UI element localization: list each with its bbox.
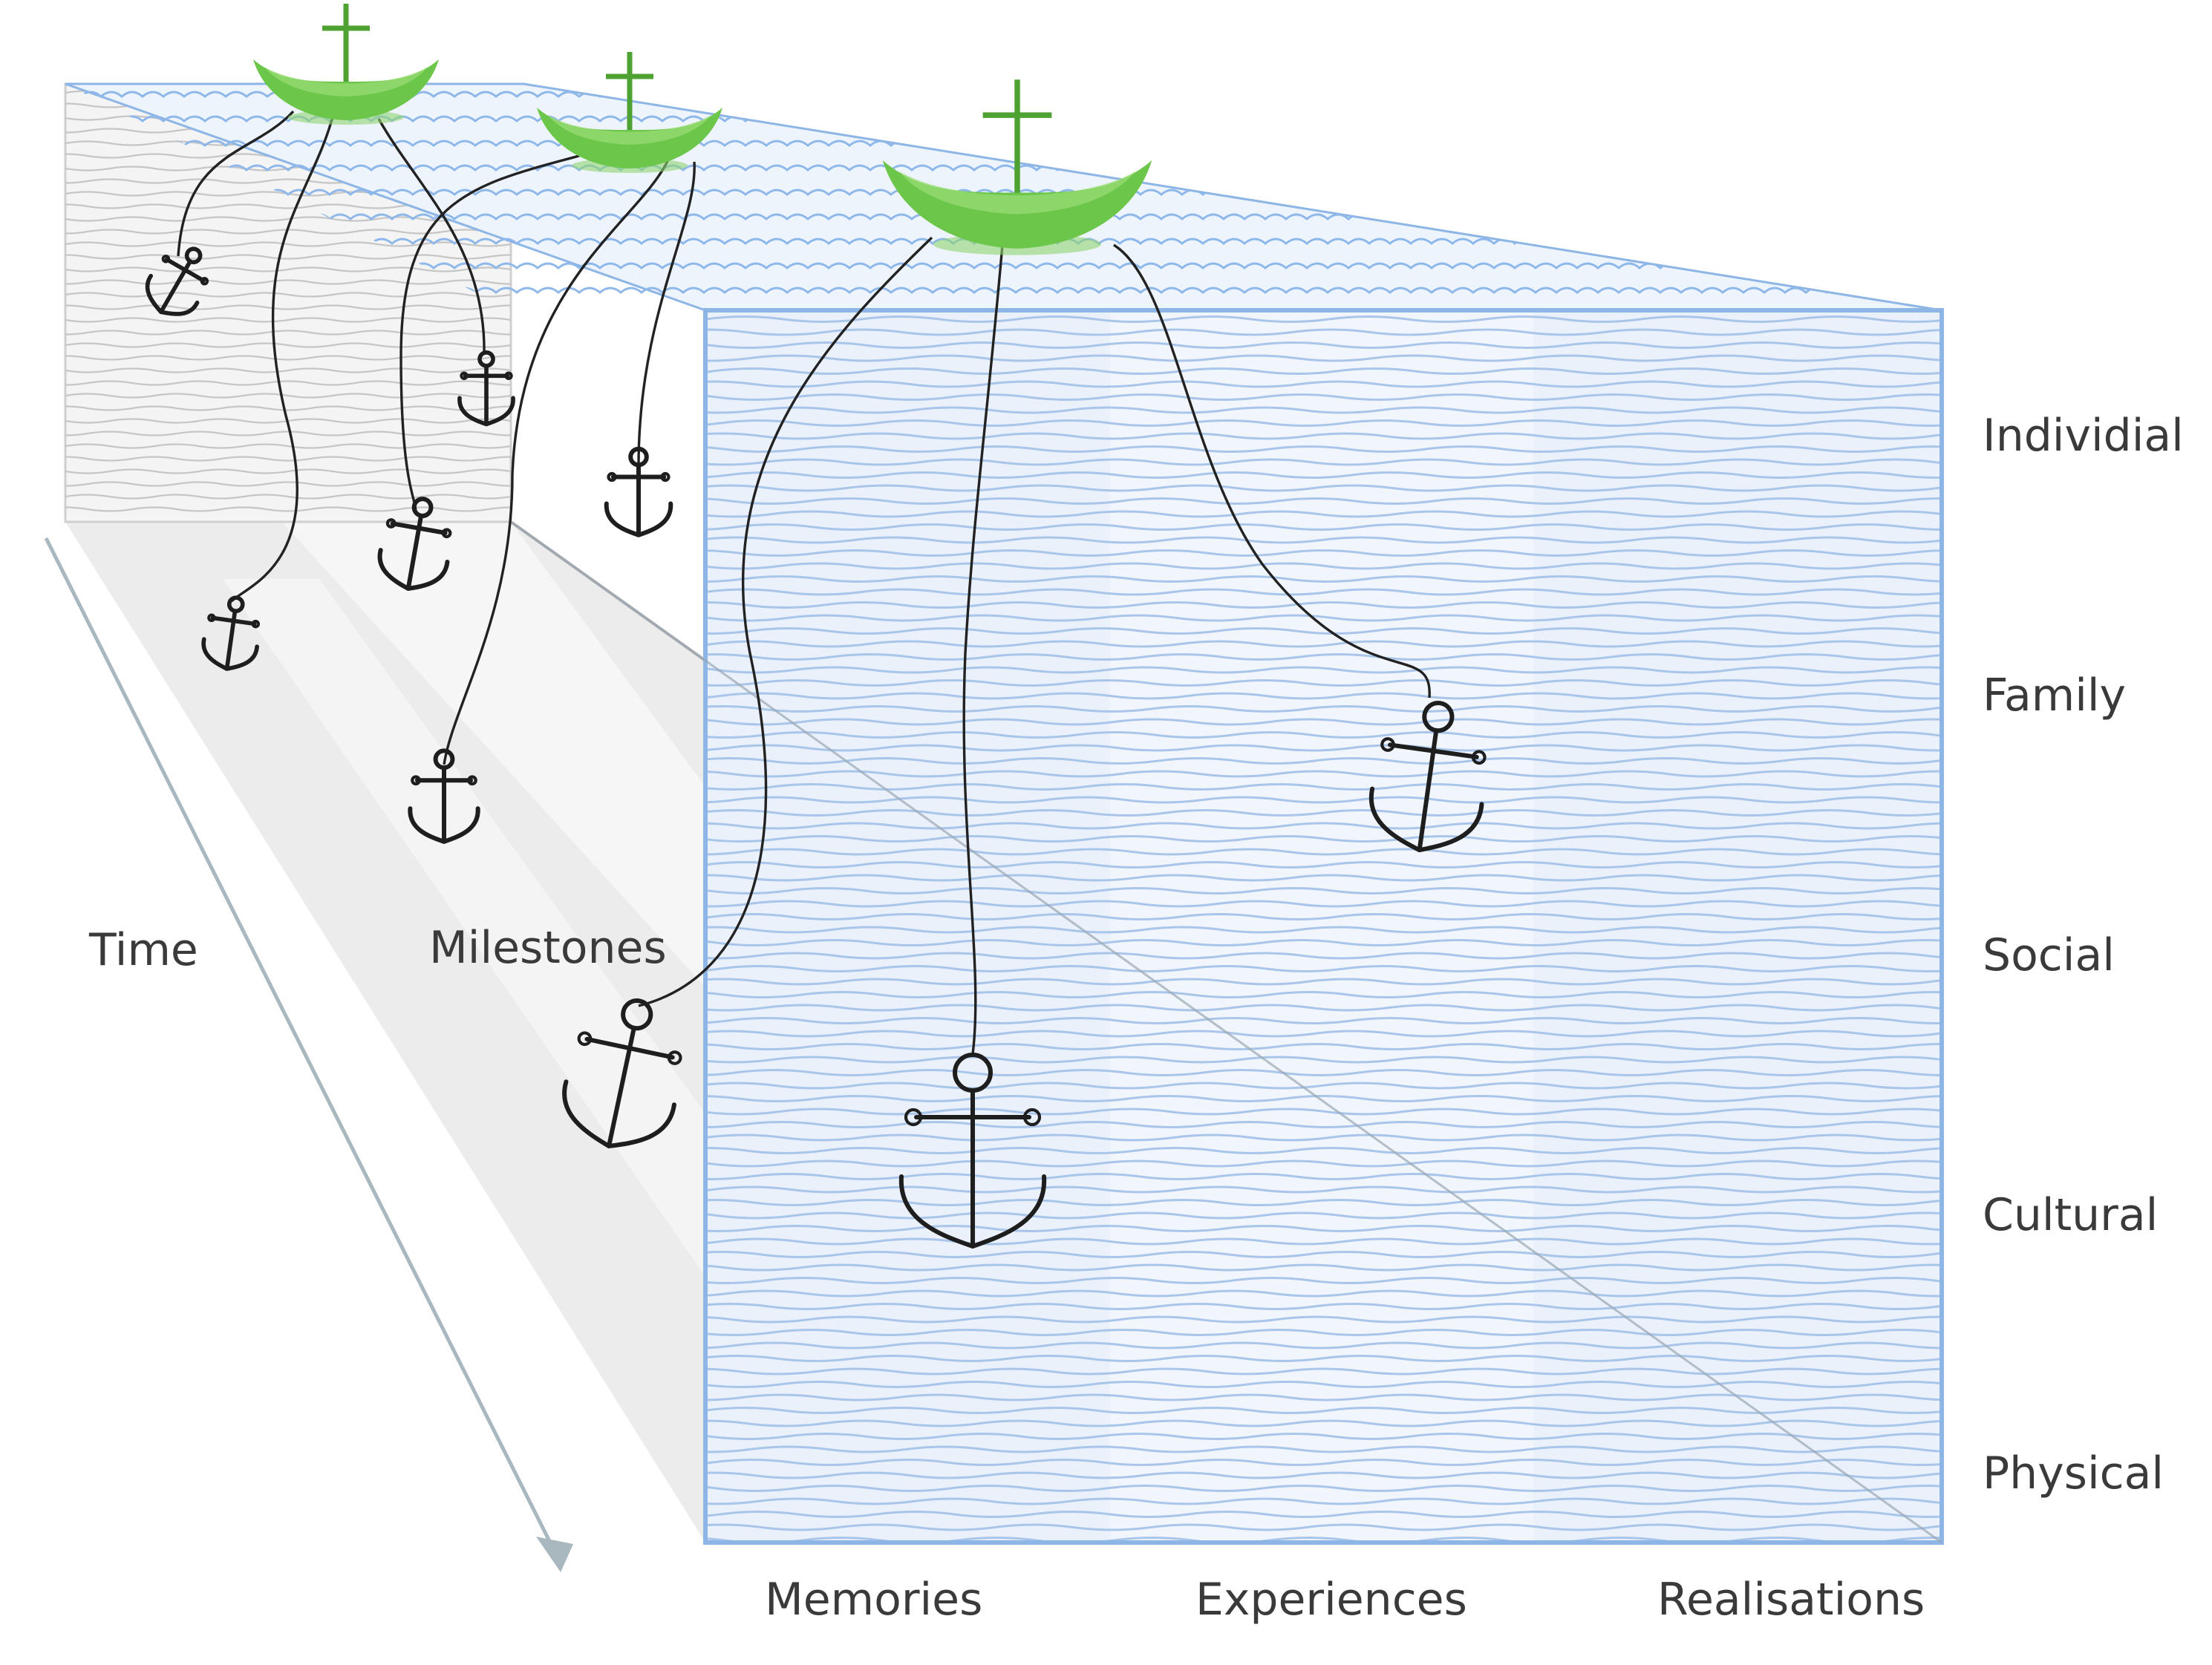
anchor-icon (201, 595, 261, 671)
row-label-family: Family (1983, 670, 2126, 722)
anchor-icon (145, 246, 209, 316)
anchor-ropes (177, 110, 1431, 1055)
anchor-icon (408, 748, 480, 844)
column-label-experiences: Experiences (1195, 1574, 1467, 1626)
anchor-icon (1368, 700, 1487, 853)
row-label-social: Social (1983, 929, 2115, 981)
time-arrow (44, 537, 573, 1572)
row-label-physical: Physical (1983, 1448, 2164, 1499)
row-label-individial: Individial (1983, 410, 2184, 462)
shadow-projection (65, 520, 1943, 1544)
boat-icon (882, 79, 1152, 255)
front-water-block (510, 308, 1944, 1545)
milestones-label: Milestones (429, 922, 667, 974)
column-label-realisations: Realisations (1657, 1574, 1925, 1626)
time-label: Time (88, 924, 198, 976)
anchor-icon (604, 446, 673, 537)
anchor-icon (457, 350, 515, 427)
boat-icon (253, 4, 439, 125)
anchor-icon (377, 497, 452, 592)
boat-icon (537, 52, 722, 173)
column-label-memories: Memories (765, 1574, 982, 1626)
row-label-cultural: Cultural (1983, 1189, 2158, 1241)
anchor-icon (898, 1053, 1047, 1249)
anchor-icon (562, 998, 682, 1148)
